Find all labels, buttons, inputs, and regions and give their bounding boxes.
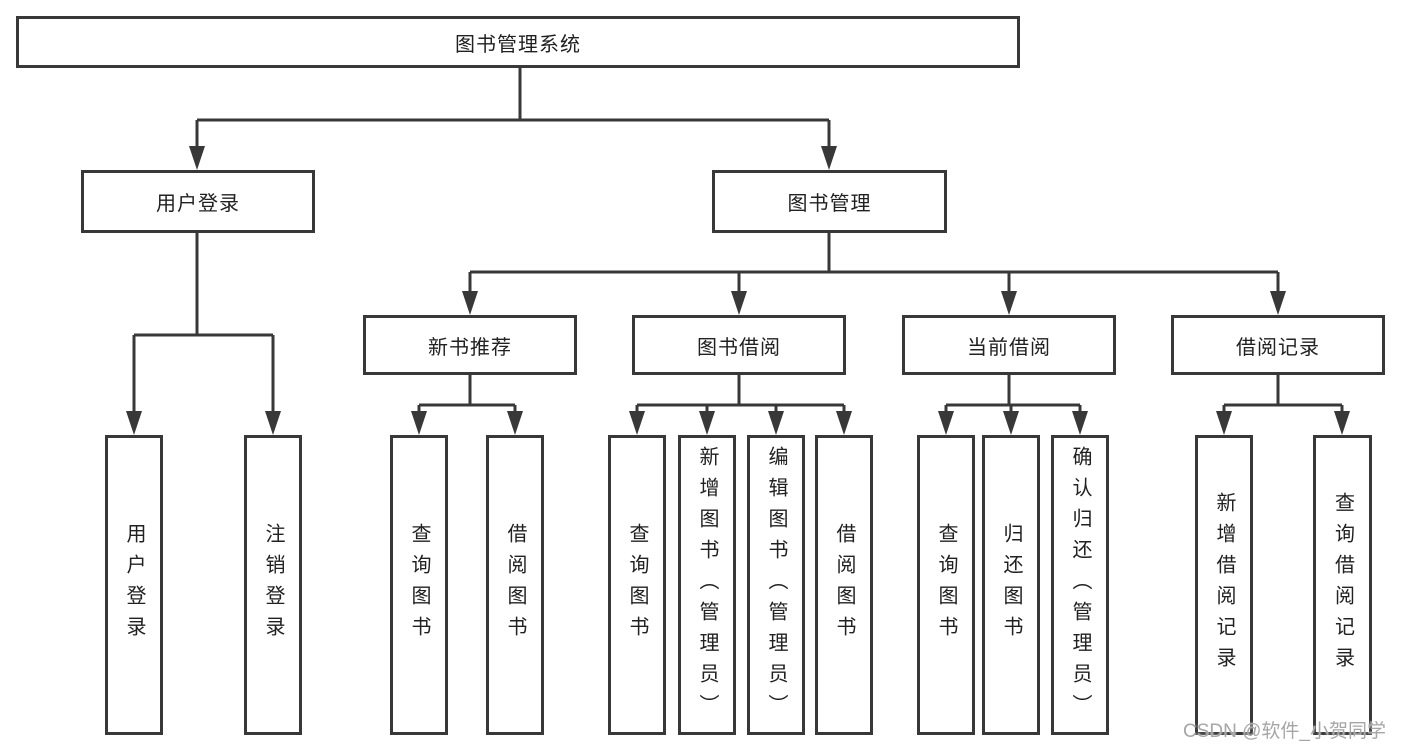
- node-leaf-logout: 注销登录: [244, 435, 302, 735]
- arrow-down-icon: [1270, 291, 1286, 315]
- arrow-down-icon: [629, 411, 645, 435]
- arrow-down-icon: [265, 411, 281, 435]
- connector-book-management-children: [468, 233, 1280, 293]
- node-leaf-query-borrow-record-label: 查询借阅记录: [1331, 492, 1354, 678]
- node-leaf-edit-book-admin: 编辑图书（管理员）: [747, 435, 805, 735]
- node-book-management: 图书管理: [712, 170, 947, 233]
- arrow-down-icon: [462, 291, 478, 315]
- node-leaf-add-book-admin-label: 新增图书（管理员）: [696, 445, 718, 725]
- node-leaf-logout-label: 注销登录: [262, 523, 284, 647]
- arrow-down-icon: [938, 411, 954, 435]
- node-leaf-query-books-2: 查询图书: [608, 435, 666, 735]
- node-leaf-edit-book-admin-label: 编辑图书（管理员）: [765, 445, 787, 725]
- node-user-login: 用户登录: [81, 170, 315, 233]
- connector-paths: [132, 68, 1344, 413]
- node-library-management-system: 图书管理系统: [16, 16, 1020, 68]
- node-leaf-add-borrow-record: 新增借阅记录: [1195, 435, 1253, 735]
- arrow-down-icon: [768, 411, 784, 435]
- arrow-down-icon: [1001, 291, 1017, 315]
- node-leaf-return-book-label: 归还图书: [1000, 523, 1022, 647]
- node-leaf-confirm-return-admin-label: 确认归还（管理员）: [1069, 445, 1091, 725]
- node-leaf-borrow-books-1: 借阅图书: [486, 435, 544, 735]
- node-book-borrowing: 图书借阅: [632, 315, 846, 375]
- node-leaf-add-book-admin: 新增图书（管理员）: [678, 435, 736, 735]
- connector-book-borrow-children: [635, 375, 846, 413]
- arrowheads: [126, 146, 1350, 435]
- connector-root-to-level1: [195, 68, 831, 148]
- connector-borrow-record-children: [1222, 375, 1344, 413]
- connector-new-book-children: [417, 375, 517, 413]
- node-leaf-query-books-1: 查询图书: [390, 435, 448, 735]
- connector-user-login-children: [132, 233, 275, 413]
- node-leaf-user-login: 用户登录: [105, 435, 163, 735]
- arrow-down-icon: [821, 146, 837, 170]
- arrow-down-icon: [1216, 411, 1232, 435]
- csdn-watermark: CSDN @软件_小贺同学: [1183, 721, 1386, 742]
- arrow-down-icon: [699, 411, 715, 435]
- node-leaf-user-login-label: 用户登录: [123, 523, 145, 647]
- node-leaf-query-borrow-record: 查询借阅记录: [1313, 435, 1372, 735]
- arrow-down-icon: [507, 411, 523, 435]
- node-leaf-return-book: 归还图书: [982, 435, 1040, 735]
- node-leaf-borrow-books-1-label: 借阅图书: [504, 523, 526, 647]
- node-borrowing-records: 借阅记录: [1171, 315, 1385, 375]
- arrow-down-icon: [1334, 411, 1350, 435]
- node-leaf-query-books-1-label: 查询图书: [408, 523, 430, 647]
- arrow-down-icon: [126, 411, 142, 435]
- node-leaf-query-books-3: 查询图书: [917, 435, 975, 735]
- node-leaf-query-books-3-label: 查询图书: [935, 523, 957, 647]
- node-leaf-query-books-2-label: 查询图书: [626, 523, 648, 647]
- node-leaf-borrow-books-2: 借阅图书: [815, 435, 873, 735]
- connector-current-borrow-children: [944, 375, 1082, 413]
- arrow-down-icon: [189, 146, 205, 170]
- node-leaf-add-borrow-record-label: 新增借阅记录: [1213, 492, 1235, 678]
- arrow-down-icon: [731, 291, 747, 315]
- node-leaf-confirm-return-admin: 确认归还（管理员）: [1051, 435, 1109, 735]
- node-new-book-recommendation: 新书推荐: [363, 315, 577, 375]
- arrow-down-icon: [1072, 411, 1088, 435]
- node-current-borrowing: 当前借阅: [902, 315, 1116, 375]
- arrow-down-icon: [411, 411, 427, 435]
- arrow-down-icon: [1003, 411, 1019, 435]
- arrow-down-icon: [836, 411, 852, 435]
- node-leaf-borrow-books-2-label: 借阅图书: [833, 523, 855, 647]
